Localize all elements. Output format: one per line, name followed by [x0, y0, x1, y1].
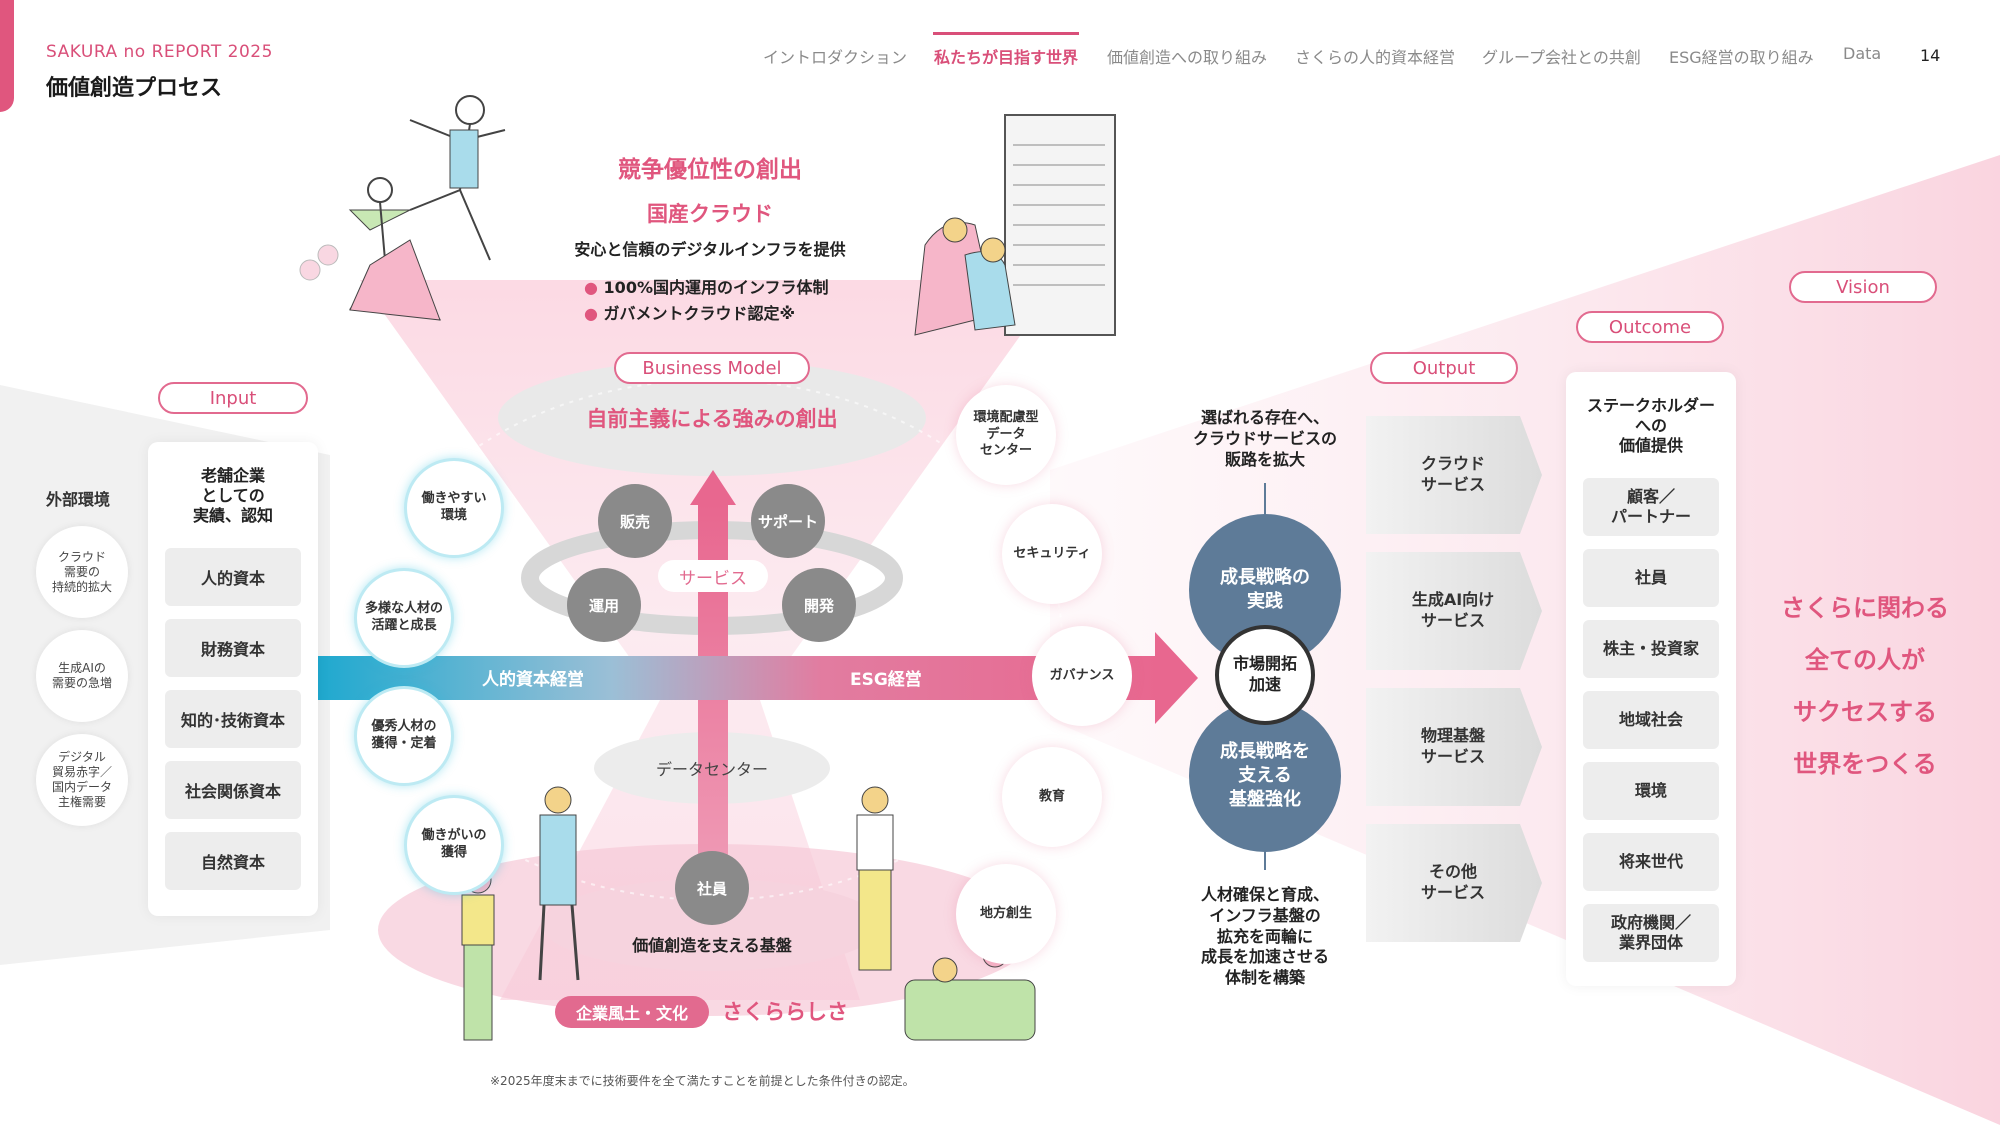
- circle-eco-datacenter: 環境配慮型 データ センター: [956, 385, 1056, 485]
- circle-governance: ガバナンス: [1032, 626, 1132, 726]
- page-number: 14: [1920, 46, 1941, 65]
- outcome-government: 政府機関／ 業界団体: [1583, 904, 1719, 962]
- output-chevrons: [1366, 416, 1542, 942]
- data-center-label: データセンター: [655, 760, 768, 779]
- strategy-growth-circle: 成長戦略の 実践: [1189, 514, 1341, 666]
- people-thinking-illustration: [856, 786, 1036, 1041]
- circle-security: セキュリティ: [1002, 504, 1102, 604]
- nav-data[interactable]: Data: [1843, 44, 1882, 63]
- outcome-environment: 環境: [1583, 762, 1719, 820]
- outcome-panel: [1566, 372, 1736, 986]
- outcome-future-generations: 将来世代: [1583, 833, 1719, 891]
- report-brand: SAKURA no REPORT 2025: [46, 42, 273, 62]
- output-other-service: その他 サービス: [1420, 862, 1485, 902]
- footnote: ※2025年度末までに技術要件を全て満たすことを前提とした条件付きの認定。: [490, 1074, 915, 1088]
- capital-social: 社会関係資本: [165, 761, 301, 819]
- human-capital-management-label: 人的資本経営: [482, 670, 584, 690]
- node-development: 開発: [782, 568, 856, 642]
- vision-line-4: 世界をつくる: [1793, 750, 1937, 778]
- bullet-gov-cloud: ● ガバメントクラウド認定※: [584, 304, 796, 323]
- circle-education: 教育: [1002, 747, 1102, 847]
- external-genai-demand: 生成AIの 需要の急増: [36, 630, 128, 722]
- strategy-bottom-text: 人材確保と育成、 インフラ基盤の 拡充を両輪に 成長を加速させる 体制を構築: [1200, 885, 1329, 988]
- external-data-sovereignty: デジタル 貿易赤字／ 国内データ 主権需要: [36, 734, 128, 826]
- domestic-cloud-heading: 国産クラウド: [647, 202, 773, 226]
- competitive-advantage-heading: 競争優位性の創出: [618, 157, 802, 183]
- outcome-label: Outcome: [1576, 311, 1724, 343]
- capital-natural: 自然資本: [165, 832, 301, 890]
- node-support: サポート: [751, 484, 825, 558]
- strategy-foundation-circle: 成長戦略を 支える 基盤強化: [1189, 700, 1341, 852]
- node-operation: 運用: [567, 568, 641, 642]
- capital-human: 人的資本: [165, 548, 301, 606]
- outcome-community: 地域社会: [1583, 691, 1719, 749]
- nav-active-indicator: [933, 32, 1079, 35]
- market-acceleration-cycle: 市場開拓 加速: [1215, 625, 1315, 725]
- input-heading: 老舗企業 としての 実績、認知: [192, 466, 273, 525]
- nav-esg[interactable]: ESG経営の取り組み: [1669, 48, 1814, 67]
- capital-intellectual: 知的･技術資本: [165, 690, 301, 748]
- page-title: 価値創造プロセス: [46, 76, 223, 101]
- nav-our-world[interactable]: 私たちが目指す世界: [934, 48, 1079, 67]
- output-physical-service: 物理基盤 サービス: [1420, 726, 1485, 766]
- circle-diverse-talent: 多様な人材の 活躍と成長: [354, 568, 454, 668]
- outcome-heading: ステークホルダー への 価値提供: [1586, 396, 1715, 455]
- service-label: サービス: [658, 560, 768, 592]
- foundation-label: 価値創造を支える基盤: [632, 936, 792, 955]
- bullet-domestic-operation: ● 100%国内運用のインフラ体制: [584, 278, 829, 297]
- business-model-label: Business Model: [614, 352, 810, 384]
- outcome-employees: 社員: [1583, 549, 1719, 607]
- business-model-headline: 自前主義による強みの創出: [586, 407, 838, 431]
- outcome-shareholders: 株主・投資家: [1583, 620, 1719, 678]
- nav-value-creation[interactable]: 価値創造への取り組み: [1107, 48, 1268, 67]
- infrastructure-description: 安心と信頼のデジタルインフラを提供: [574, 240, 846, 259]
- people-standing-illustration: [461, 786, 580, 1041]
- external-environment-label: 外部環境: [46, 490, 111, 509]
- circle-job-satisfaction: 働きがいの 獲得: [404, 795, 504, 895]
- circle-talent-acquisition: 優秀人材の 獲得・定着: [354, 686, 454, 786]
- people-jumping-illustration: [299, 95, 506, 321]
- input-label: Input: [158, 382, 308, 414]
- circle-regional-revitalization: 地方創生: [956, 864, 1056, 964]
- culture-tag: 企業風土・文化: [555, 996, 709, 1028]
- nav-human-capital[interactable]: さくらの人的資本経営: [1295, 48, 1456, 67]
- output-genai-service: 生成AI向け サービス: [1411, 590, 1495, 630]
- culture-value: さくららしさ: [722, 1000, 848, 1024]
- esg-management-label: ESG経営: [850, 670, 922, 690]
- server-rack-illustration: [914, 114, 1116, 336]
- node-sales: 販売: [598, 484, 672, 558]
- vision-line-3: サクセスする: [1793, 698, 1937, 726]
- outcome-customers: 顧客／ パートナー: [1583, 478, 1719, 536]
- output-cloud-service: クラウド サービス: [1420, 454, 1485, 494]
- vision-label: Vision: [1789, 271, 1937, 303]
- capital-financial: 財務資本: [165, 619, 301, 677]
- vision-line-2: 全ての人が: [1805, 646, 1925, 674]
- vision-line-1: さくらに関わる: [1781, 594, 1949, 622]
- circle-work-environment: 働きやすい 環境: [404, 458, 504, 558]
- strategy-top-text: 選ばれる存在へ、 クラウドサービスの 販路を拡大: [1192, 408, 1337, 469]
- nav-group-companies[interactable]: グループ会社との共創: [1482, 48, 1641, 67]
- external-cloud-demand: クラウド 需要の 持続的拡大: [36, 526, 128, 618]
- output-label: Output: [1370, 352, 1518, 384]
- corner-tab: [0, 0, 14, 112]
- nav-introduction[interactable]: イントロダクション: [763, 48, 908, 67]
- node-employee: 社員: [675, 851, 749, 925]
